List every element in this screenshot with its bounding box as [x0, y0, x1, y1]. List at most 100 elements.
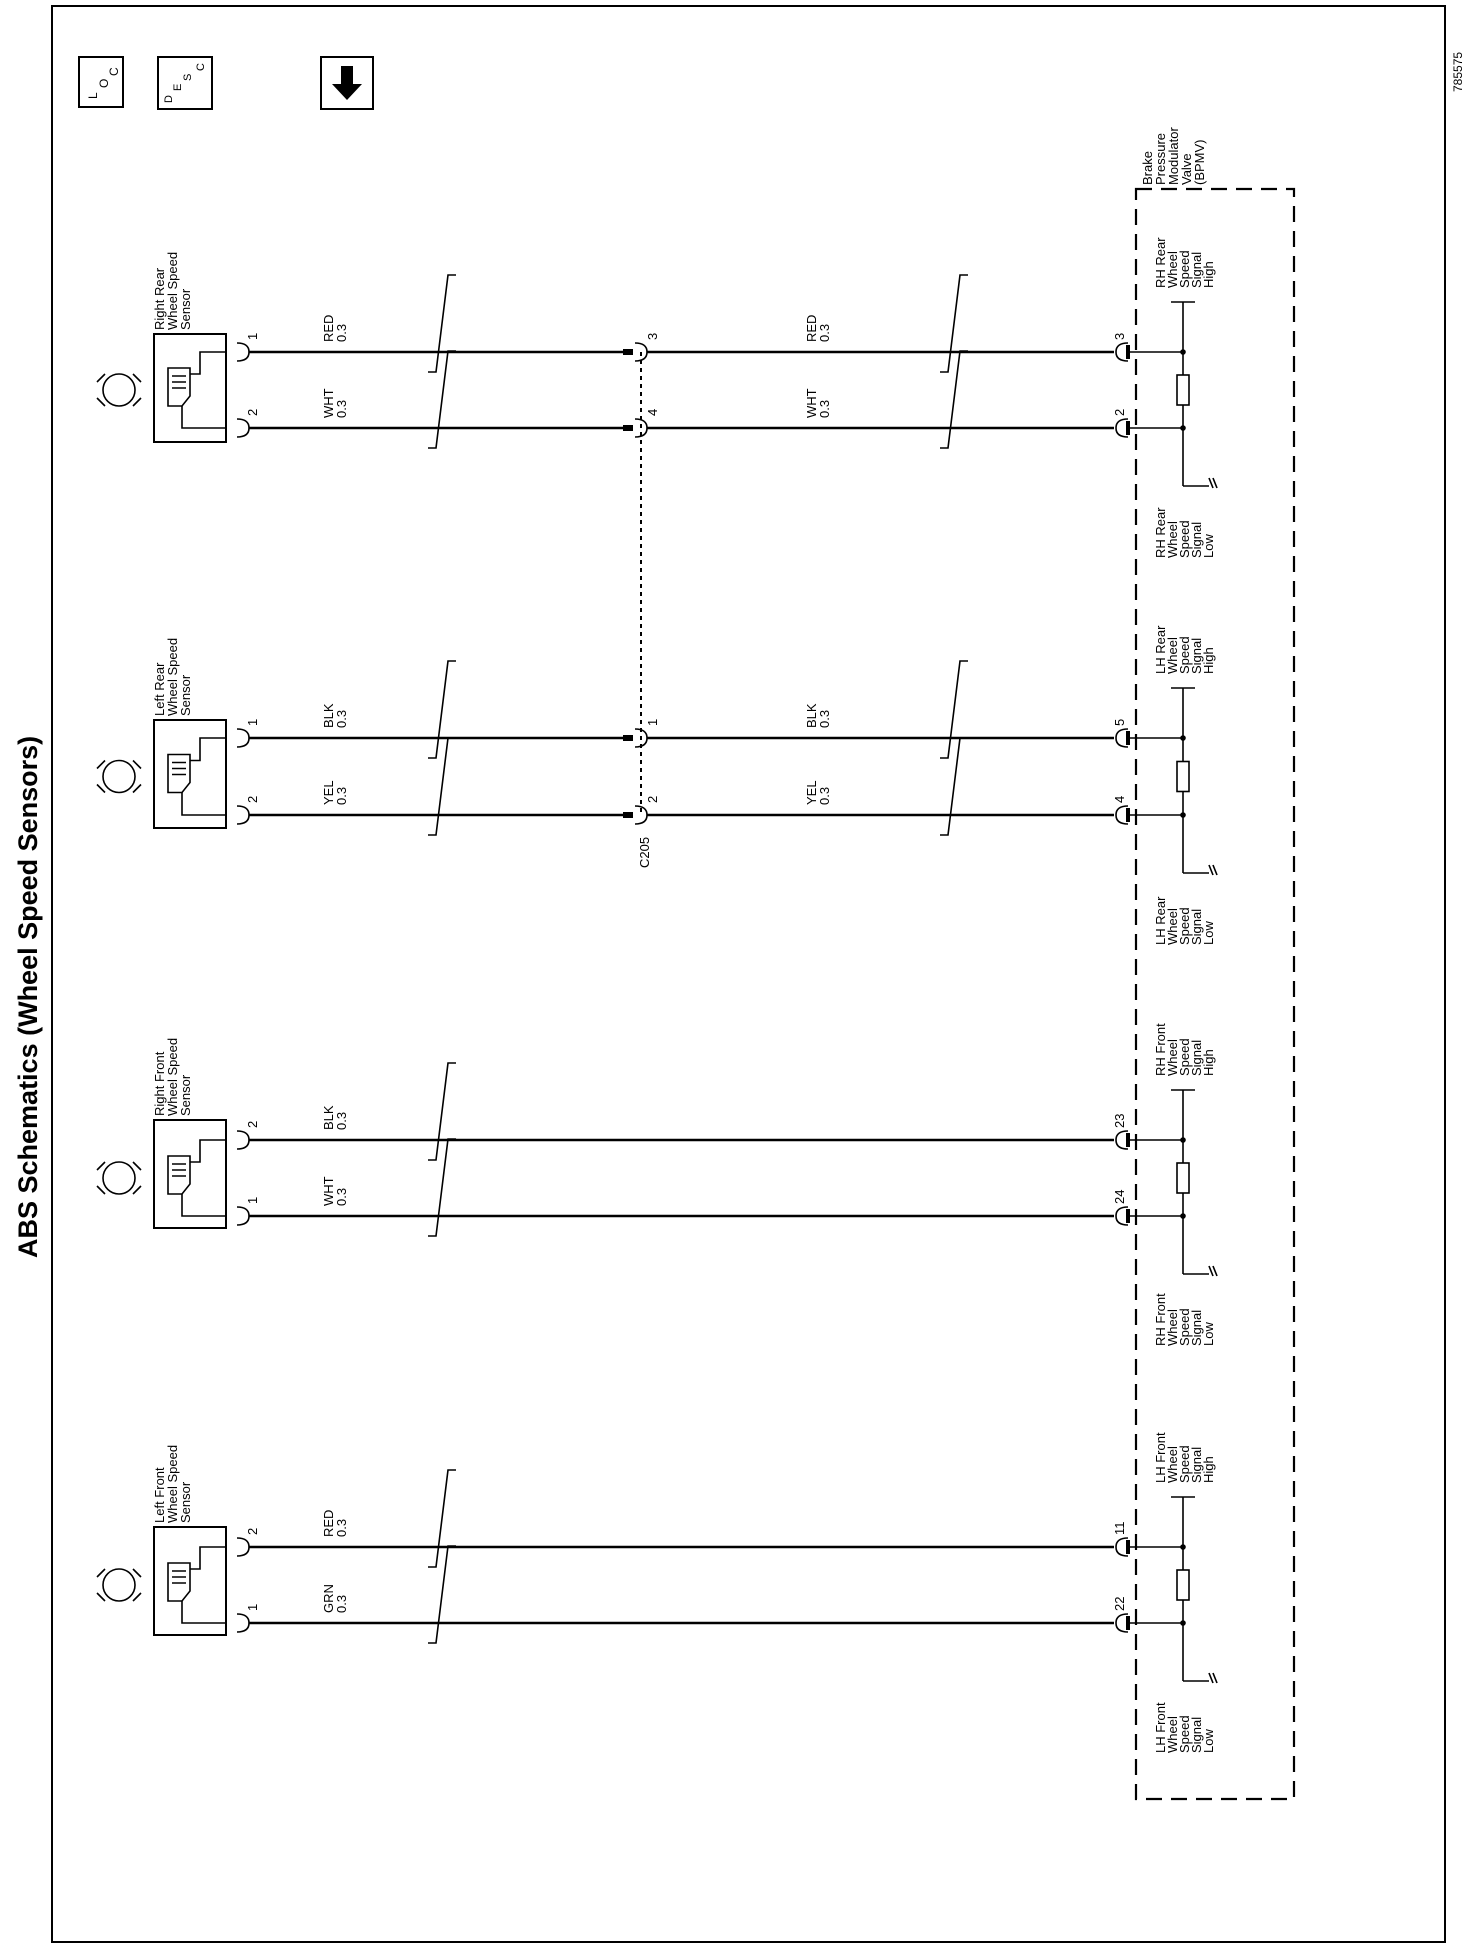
bpmv-pin-plug-rf-high: [1115, 1130, 1129, 1150]
wheel-icon: [96, 759, 142, 794]
c205-plug-lr-high: [634, 728, 648, 748]
sensor-pin-plug-rf-high: [236, 1130, 250, 1150]
bpmv-name-line-2: Pressure: [1153, 133, 1168, 185]
bpmv-pin-rr-high: 3: [1112, 333, 1127, 340]
wire-gauge-rr-low: 0.3: [334, 400, 349, 418]
wire-break-b-rr-high: [940, 274, 968, 373]
sensor-name-rr-line-3: Sensor: [178, 288, 193, 330]
sensor-box-rf: [153, 1119, 227, 1229]
signal-high-lr-line-1: LH Rear: [1153, 625, 1168, 674]
signal-low-rf-line-4: Signal: [1189, 1310, 1204, 1346]
signal-high-lr-line-4: Signal: [1189, 638, 1204, 674]
arrow-down-icon: [332, 66, 362, 100]
sensor-pin-plug-rf-low: [236, 1206, 250, 1226]
signal-low-lr-line-4: Signal: [1189, 909, 1204, 945]
signal-high-lf-line-3: Speed: [1177, 1445, 1192, 1483]
wire-color-rf-high: BLK: [321, 1105, 336, 1130]
sensor-pin-rf-high: 2: [245, 1121, 260, 1128]
signal-high-lr-line-3: Speed: [1177, 636, 1192, 674]
wire-color-rf-low: WHT: [321, 1176, 336, 1206]
c205-plug-lr-low: [634, 805, 648, 825]
sensor-pin-lr-high: 1: [245, 719, 260, 726]
down-arrow-button[interactable]: [320, 56, 374, 110]
signal-high-tap-lf: [1171, 1496, 1195, 1547]
sensor-name-lf-line-3: Sensor: [178, 1481, 193, 1523]
wire-break-lf-low: [428, 1545, 456, 1644]
signal-high-lf-line-4: Signal: [1189, 1447, 1204, 1483]
bpmv-pin-lr-high: 5: [1112, 719, 1127, 726]
bpmv-pin-lr-low: 4: [1112, 796, 1127, 803]
bpmv-pin-plug-rf-low: [1115, 1206, 1129, 1226]
bpmv-name-line-3: Modulator: [1166, 127, 1181, 185]
c205-terminal-lr-high: [623, 735, 633, 741]
c205-pin-rr-high: 3: [645, 333, 660, 340]
loc-letter-1: L: [86, 92, 100, 99]
c205-terminal-rr-high: [623, 349, 633, 355]
bpmv-pin-plug-rr-high: [1115, 342, 1129, 362]
wire-break-rr-high: [428, 274, 456, 373]
sensor-name-lf-line-1: Left Front: [152, 1467, 167, 1523]
signal-low-rr-line-4: Signal: [1189, 522, 1204, 558]
signal-high-rr-line-3: Speed: [1177, 250, 1192, 288]
bpmv-pin-plug-rr-low: [1115, 418, 1129, 438]
junction-lf-low: [1180, 1620, 1186, 1626]
signal-high-tap-lr: [1171, 687, 1195, 738]
loc-button[interactable]: L O C: [78, 56, 124, 108]
bpmv-terminal-rr-high: [1126, 345, 1130, 359]
sensor-pin-rr-high: 1: [245, 333, 260, 340]
bpmv-terminal-lr-low: [1126, 808, 1130, 822]
ground-icon: [1183, 1265, 1218, 1277]
junction-rr-low: [1180, 425, 1186, 431]
wire-color-lr-low: YEL: [321, 780, 336, 805]
resistor-icon: [1176, 760, 1190, 793]
signal-high-lf-line-2: Wheel: [1165, 1446, 1180, 1483]
c205-terminal-lr-low: [623, 812, 633, 818]
sensor-pin-plug-lr-low: [236, 805, 250, 825]
signal-high-rr-line-2: Wheel: [1165, 251, 1180, 288]
ground-icon: [1183, 477, 1218, 489]
bpmv-pin-lf-low: 22: [1112, 1597, 1127, 1611]
sensor-pin-plug-lr-high: [236, 728, 250, 748]
wire-gauge-rf-high: 0.3: [334, 1112, 349, 1130]
signal-high-tap-rr: [1171, 301, 1195, 352]
wire-color-b-rr-low: WHT: [804, 388, 819, 418]
sensor-coil-icon: [167, 1546, 226, 1624]
wire-gauge-rf-low: 0.3: [334, 1188, 349, 1206]
sensor-name-lr-line-1: Left Rear: [152, 662, 167, 716]
c205-pin-rr-low: 4: [645, 409, 660, 416]
loc-letter-3: C: [107, 67, 121, 76]
sensor-name-rf-line-3: Sensor: [178, 1074, 193, 1116]
c205-plug-rr-high: [634, 342, 648, 362]
wheel-icon: [96, 373, 142, 407]
desc-letter-2: E: [172, 84, 184, 91]
wire-break-rr-low: [428, 350, 456, 449]
ground-icon: [1183, 1672, 1218, 1684]
c205-plug-rr-low: [634, 418, 648, 438]
signal-low-rf-line-2: Wheel: [1165, 1309, 1180, 1346]
sensor-coil-icon: [167, 1139, 226, 1217]
wire-break-rf-high: [428, 1062, 456, 1161]
bpmv-pin-rr-low: 2: [1112, 409, 1127, 416]
desc-button[interactable]: D E S C: [157, 56, 213, 110]
bpmv-pin-plug-lf-low: [1115, 1613, 1129, 1633]
sensor-name-rr-line-1: Right Rear: [152, 267, 167, 330]
signal-high-rf-line-4: Signal: [1189, 1040, 1204, 1076]
signal-low-lf-line-5: Low: [1201, 1729, 1216, 1753]
signal-high-lf-line-5: High: [1201, 1456, 1216, 1483]
sensor-name-lf-line-2: Wheel Speed: [165, 1445, 180, 1523]
bpmv-name-line-5: (BPMV): [1192, 140, 1207, 186]
wire-gauge-rr-high: 0.3: [334, 324, 349, 342]
junction-rf-high: [1180, 1137, 1186, 1143]
bpmv-module-outline: [1134, 187, 1296, 1801]
signal-low-lf-line-3: Speed: [1177, 1715, 1192, 1753]
signal-high-rf-line-3: Speed: [1177, 1038, 1192, 1076]
sensor-pin-plug-lf-low: [236, 1613, 250, 1633]
sensor-name-rf-line-1: Right Front: [152, 1051, 167, 1116]
junction-lf-high: [1180, 1544, 1186, 1550]
signal-low-rf-line-5: Low: [1201, 1322, 1216, 1346]
wire-break-lf-high: [428, 1469, 456, 1568]
